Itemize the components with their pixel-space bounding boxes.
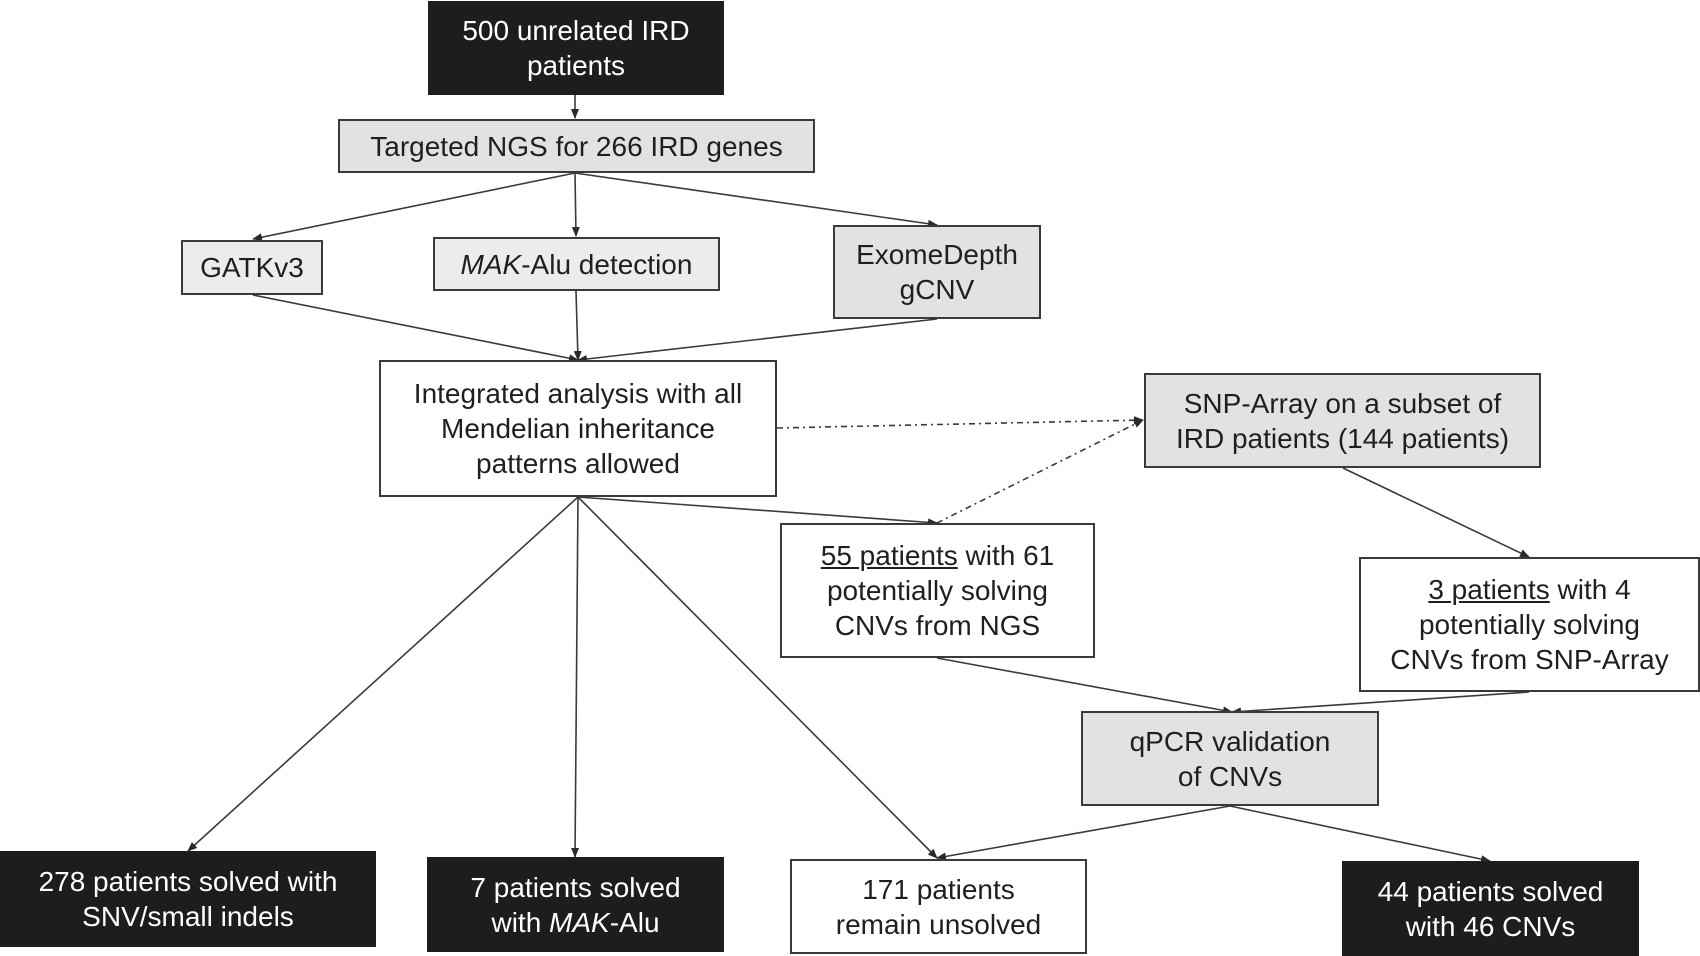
- edge-snp-cnvsnp: [1342, 467, 1530, 558]
- qpcr-validation-node: qPCR validation of CNVs: [1081, 711, 1379, 806]
- edge-ngs-gatk: [252, 172, 576, 242]
- edge-qpcr-unsolved: [936, 805, 1231, 861]
- ngs-node: Targeted NGS for 266 IRD genes: [338, 119, 815, 173]
- edge-cnvsnp-qpcr: [1231, 691, 1530, 716]
- exomedepth-node: ExomeDepth gCNV: [833, 225, 1041, 319]
- solved-snv-node: 278 patients solved with SNV/small indel…: [0, 851, 376, 947]
- snp-array-node: SNP-Array on a subset of IRD patients (1…: [1144, 373, 1541, 468]
- edge-exome-integrated: [577, 318, 938, 363]
- unsolved-node: 171 patients remain unsolved: [790, 859, 1087, 954]
- edge-mak-integrated: [573, 290, 582, 361]
- edge-integrated-snp: [776, 416, 1144, 429]
- edge-ngs-exome: [574, 172, 938, 228]
- edge-integrated-solvedmak: [571, 496, 580, 858]
- edge-integrated-unsolved: [577, 496, 938, 859]
- solved-cnv-node: 44 patients solved with 46 CNVs: [1342, 861, 1639, 956]
- cnv-from-snp-node: 3 patients with 4 potentially solving CN…: [1359, 557, 1700, 692]
- cnv-from-ngs-node: 55 patients with 61 potentially solving …: [780, 523, 1095, 658]
- edge-ngs-mak: [571, 172, 580, 237]
- edge-integrated-solvedsnv: [187, 496, 579, 852]
- integrated-analysis-node: Integrated analysis with all Mendelian i…: [379, 360, 777, 497]
- edge-cnvngs-snp: [936, 419, 1144, 524]
- solved-mak-alu-node: 7 patients solved with MAK-Alu: [427, 857, 724, 952]
- edge-cnvngs-qpcr: [936, 657, 1233, 715]
- edge-integrated-cnvngs: [577, 496, 938, 527]
- edge-gatk-integrated: [252, 294, 579, 363]
- mak-alu-detection-node: MAK-Alu detection: [433, 237, 720, 291]
- edge-qpcr-solvedcnv: [1229, 805, 1491, 864]
- start-node: 500 unrelated IRD patients: [428, 1, 724, 95]
- gatk-node: GATKv3: [181, 240, 323, 295]
